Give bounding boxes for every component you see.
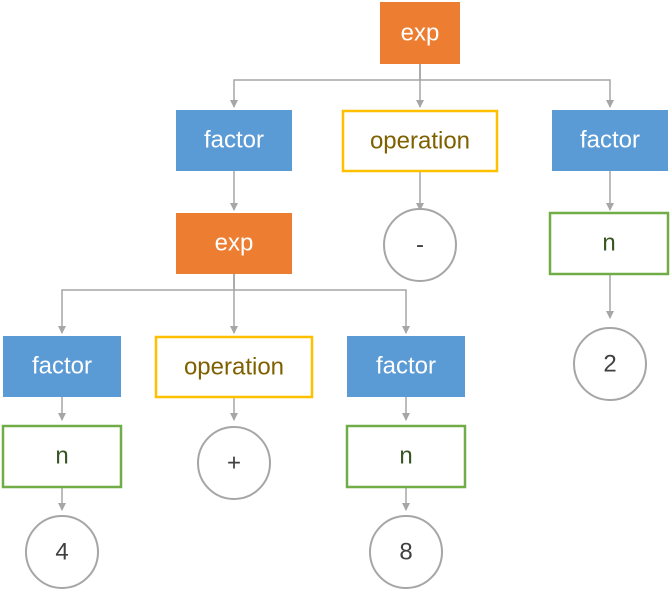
node-root-exp: exp (380, 2, 460, 64)
node-label: factor (32, 353, 92, 380)
node-root-factor-right: factor (552, 110, 668, 171)
node-label: factor (376, 353, 436, 380)
node-root-factor-left: factor (176, 110, 292, 171)
node-label: operation (370, 128, 470, 155)
edge-root-to-factor-left (230, 64, 421, 108)
node-label: 2 (603, 351, 616, 378)
node-root-operation: operation (341, 109, 499, 173)
edges (58, 64, 614, 511)
node-label: 4 (55, 539, 68, 566)
node-label: + (227, 450, 241, 477)
node-label: n (399, 443, 412, 470)
node-minus-symbol: - (383, 208, 457, 282)
node-value-2: 2 (573, 327, 647, 401)
edge-inner-exp-to-factor-left (58, 274, 235, 334)
node-inner-operation: operation (154, 335, 314, 399)
node-inner-exp: exp (176, 213, 292, 274)
node-label: n (55, 443, 68, 470)
node-n-middle: n (345, 424, 467, 489)
node-n-right: n (548, 211, 670, 276)
node-value-8: 8 (369, 515, 443, 589)
node-label: exp (401, 20, 440, 47)
node-value-4: 4 (25, 515, 99, 589)
node-label: operation (184, 354, 284, 381)
node-plus-symbol: + (197, 426, 271, 500)
node-label: factor (204, 127, 264, 154)
node-label: exp (215, 230, 254, 257)
node-label: factor (580, 127, 640, 154)
edge-inner-exp-to-factor-right (233, 274, 410, 334)
edge-root-to-factor-right (419, 64, 614, 108)
node-label: - (416, 232, 424, 259)
node-inner-factor-left: factor (3, 336, 121, 397)
node-label: n (602, 230, 615, 257)
node-n-left: n (1, 424, 123, 489)
node-inner-factor-right: factor (347, 336, 465, 397)
node-label: 8 (399, 539, 412, 566)
